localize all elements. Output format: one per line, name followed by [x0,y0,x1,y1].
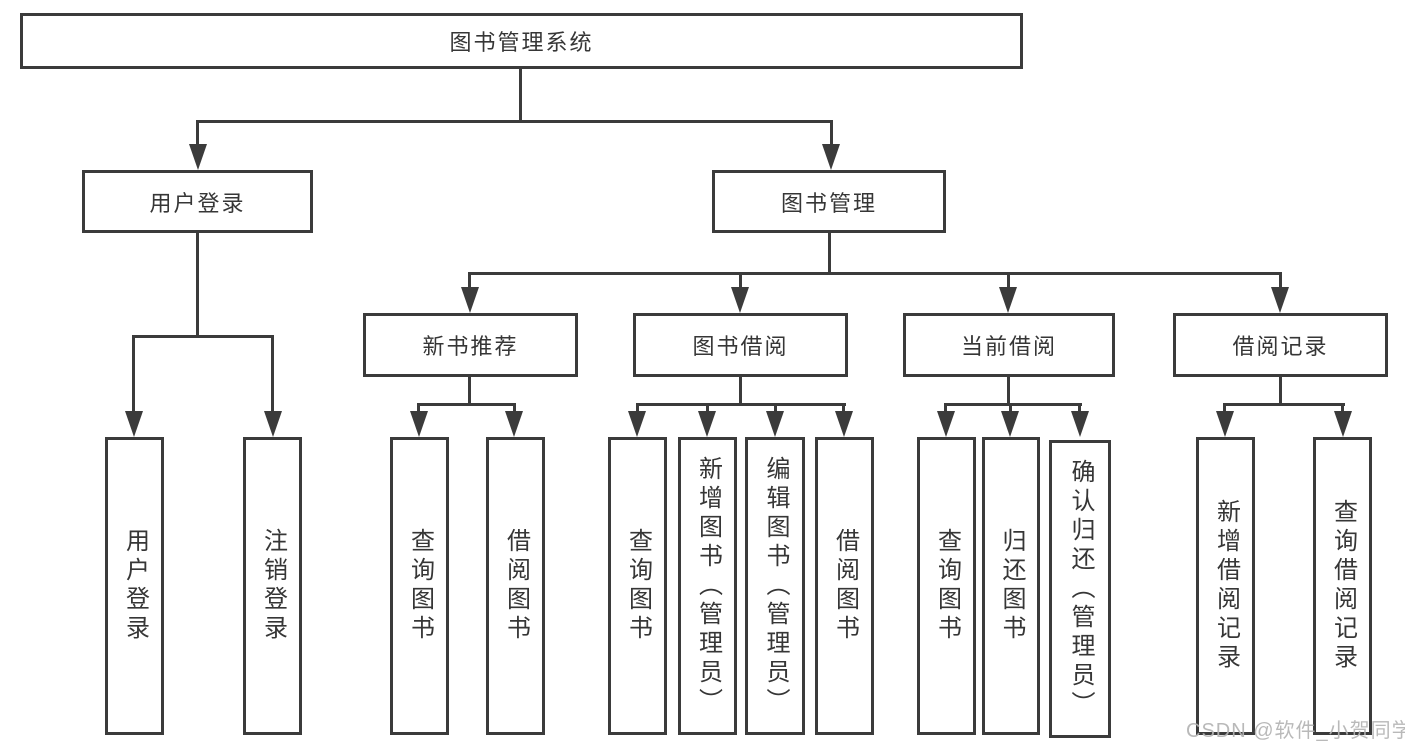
connector-vline [1078,403,1081,415]
node-label: 用户登录 [149,190,246,216]
arrow-down-icon [264,411,282,437]
arrow-down-icon [1334,411,1352,437]
leaf-add-books-admin: 新增图书（管理员） [678,437,737,735]
arrow-down-icon [1001,411,1019,437]
node-label: 新书推荐 [422,334,519,359]
connector-hline [196,120,833,123]
connector-vline [774,403,777,415]
node-current-borrowing: 当前借阅 [903,313,1115,377]
connector-hline [417,403,516,406]
leaf-label: 查询图书 [624,528,652,644]
arrow-down-icon [1271,287,1289,313]
connector-vline [830,120,833,148]
connector-vline [1279,272,1282,288]
connector-hline [636,403,846,406]
connector-vline [636,403,639,415]
leaf-label: 借阅图书 [831,528,859,644]
arrow-down-icon [698,411,716,437]
arrow-down-icon [410,411,428,437]
arrow-down-icon [125,411,143,437]
node-label: 图书管理系统 [449,30,594,55]
connector-vline [828,233,831,272]
leaf-logout: 注销登录 [243,437,302,735]
node-label: 图书借阅 [692,334,789,359]
leaf-query-borrow-record: 查询借阅记录 [1313,437,1372,735]
leaf-label: 查询图书 [933,528,961,644]
leaf-add-borrow-record: 新增借阅记录 [1196,437,1255,735]
leaf-label: 归还图书 [998,528,1025,644]
arrow-down-icon [731,287,749,313]
node-borrowing-records: 借阅记录 [1173,313,1388,377]
leaf-label: 新增图书（管理员） [694,455,722,717]
node-book-management: 图书管理 [712,170,946,233]
connector-vline [842,403,845,415]
connector-vline [1007,272,1010,288]
leaf-user-login: 用户登录 [105,437,164,735]
leaf-label: 借阅图书 [502,528,530,644]
node-label: 借阅记录 [1232,334,1329,359]
leaf-label: 查询借阅记录 [1329,499,1357,673]
connector-vline [1223,403,1226,415]
arrow-down-icon [1216,411,1234,437]
leaf-label: 注销登录 [259,528,287,644]
node-label: 图书管理 [780,190,877,216]
connector-vline [513,403,516,415]
arrow-down-icon [1071,411,1089,437]
leaf-query-books-current: 查询图书 [917,437,976,735]
connector-hline [944,403,1082,406]
arrow-down-icon [937,411,955,437]
connector-vline [1009,403,1012,415]
leaf-label: 确认归还（管理员） [1067,458,1094,720]
watermark: CSDN @软件_小贺同学 [1186,720,1405,742]
leaf-label: 查询图书 [406,528,434,644]
connector-vline [944,403,947,415]
arrow-down-icon [461,287,479,313]
leaf-query-books-borrowing: 查询图书 [608,437,667,735]
connector-vline [196,233,199,335]
connector-vline [739,377,742,403]
arrow-down-icon [766,411,784,437]
leaf-borrow-books-recommend: 借阅图书 [486,437,545,735]
connector-vline [196,120,199,148]
connector-hline [1223,403,1345,406]
connector-vline [1279,377,1282,403]
connector-vline [1341,403,1344,415]
connector-vline [739,272,742,288]
connector-vline [519,69,522,120]
connector-vline [417,403,420,415]
arrow-down-icon [999,287,1017,313]
node-user-login: 用户登录 [82,170,313,233]
connector-vline [706,403,709,415]
node-library-management-system: 图书管理系统 [20,13,1023,69]
connector-vline [1007,377,1010,403]
node-new-book-recommendation: 新书推荐 [363,313,578,377]
arrow-down-icon [505,411,523,437]
node-book-borrowing: 图书借阅 [633,313,848,377]
arrow-down-icon [822,144,840,170]
connector-vline [468,272,471,288]
connector-vline [271,335,274,415]
leaf-query-books-recommend: 查询图书 [390,437,449,735]
connector-vline [132,335,135,415]
leaf-borrow-books-borrowing: 借阅图书 [815,437,874,735]
node-label: 当前借阅 [960,334,1057,359]
connector-vline [468,377,471,403]
leaf-label: 编辑图书（管理员） [762,455,789,717]
connector-hline [469,272,1282,275]
leaf-label: 用户登录 [121,528,149,644]
leaf-confirm-return-admin: 确认归还（管理员） [1049,440,1111,738]
leaf-edit-books-admin: 编辑图书（管理员） [745,437,805,735]
arrow-down-icon [628,411,646,437]
leaf-return-books: 归还图书 [982,437,1040,735]
arrow-down-icon [835,411,853,437]
connector-hline [132,335,274,338]
leaf-label: 新增借阅记录 [1212,499,1240,673]
arrow-down-icon [189,144,207,170]
